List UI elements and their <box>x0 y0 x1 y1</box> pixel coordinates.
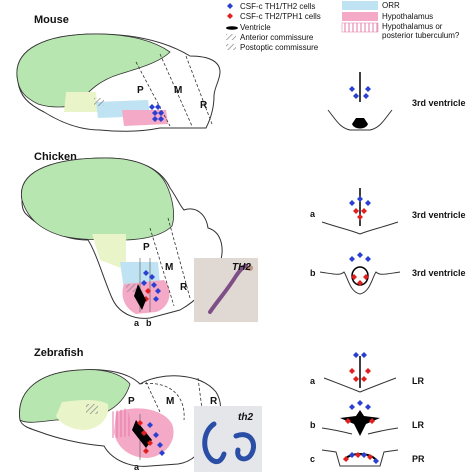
chicken-cell-th1 <box>349 200 355 206</box>
legend-post-commissure-swatch <box>226 44 236 50</box>
legend-hyp-or-pt-swatch <box>342 23 378 32</box>
chicken-cut-b: b <box>146 318 152 328</box>
mouse-light-region <box>64 92 98 112</box>
mouse-region-m: M <box>174 85 182 96</box>
zebrafish-cell-th2 <box>353 376 359 382</box>
chicken-section-a: a 3rd ventricle <box>310 188 466 234</box>
chicken-cell-th2 <box>361 208 367 214</box>
zebrafish-inset-label: th2 <box>238 412 253 423</box>
legend-post-commissure-label: Postoptic commissure <box>240 43 319 52</box>
zebrafish-region-m: M <box>166 396 174 407</box>
legend-ventricle-swatch <box>226 26 238 30</box>
chicken-ant-commissure <box>126 284 136 292</box>
zebrafish-cell-th1 <box>349 452 355 458</box>
zebrafish-cell-th1 <box>349 404 355 410</box>
legend-ventricle-label: Ventricle <box>240 23 271 32</box>
legend-th1-marker <box>227 3 233 9</box>
zebrafish-cell-th1 <box>357 400 363 406</box>
chicken-cell-th2 <box>353 208 359 214</box>
zebrafish-section-a-label: LR <box>412 376 424 386</box>
zebrafish-cell-th1 <box>361 452 367 458</box>
zebrafish-cell-th2 <box>365 368 371 374</box>
zebrafish-section-b-label: LR <box>412 420 424 430</box>
legend-th2-label: CSF-c TH2/TPH1 cells <box>240 12 321 21</box>
zebrafish-section-a-letter: a <box>310 376 316 386</box>
legend: CSF-c TH1/TH2 cells CSF-c TH2/TPH1 cells… <box>226 1 460 52</box>
legend-th1-label: CSF-c TH1/TH2 cells <box>240 2 315 11</box>
chicken-region-m: M <box>165 262 173 273</box>
legend-hyp-or-pt-label-line2: posterior tuberculum? <box>382 31 460 40</box>
zebrafish-cell-th2 <box>361 376 367 382</box>
mouse-cell-th1 <box>353 93 359 99</box>
chicken-cut-a: a <box>134 318 140 328</box>
mouse-cell-th1 <box>349 86 355 92</box>
mouse-ant-commissure <box>94 98 104 106</box>
mouse-section-ventricle-base <box>352 118 368 129</box>
zebrafish-title: Zebrafish <box>34 347 84 359</box>
zebrafish-cell-th2 <box>349 368 355 374</box>
zebrafish-region-r: R <box>210 396 218 407</box>
legend-orr-label: ORR <box>382 1 400 10</box>
chicken-cell-th1 <box>357 252 363 258</box>
chicken-cell-th1 <box>365 256 371 262</box>
zebrafish-section-b: b LR <box>310 400 424 436</box>
zebrafish-cell-th2 <box>355 452 361 458</box>
legend-hyp-or-pt-text-line2: posterior tuberculum? <box>382 31 460 40</box>
chicken-cell-th1 <box>365 200 371 206</box>
zebrafish-section-a: a LR <box>310 352 424 392</box>
legend-hyp-or-pt-label: Hypothalamus or <box>382 22 443 31</box>
chicken-panel: Chicken P M R a b <box>21 151 465 328</box>
mouse-cell-th1 <box>365 86 371 92</box>
chicken-forebrain <box>21 158 173 240</box>
chicken-region-r: R <box>180 282 188 293</box>
zebrafish-section-c-letter: c <box>310 454 315 464</box>
zebrafish-panel: Zebrafish P M R a th2 <box>20 347 425 472</box>
zebrafish-section-c-label: PR <box>412 454 425 464</box>
mouse-cell-th1 <box>363 93 369 99</box>
chicken-section-b-letter: b <box>310 268 316 278</box>
chicken-section-a-label: 3rd ventricle <box>412 210 466 220</box>
chicken-section-b-label: 3rd ventricle <box>412 268 466 278</box>
zebrafish-cell-th1 <box>365 404 371 410</box>
chicken-cell-th2 <box>357 214 363 220</box>
zebrafish-section-c: c PR <box>310 450 425 466</box>
mouse-title: Mouse <box>34 14 69 26</box>
mouse-region-p: P <box>137 85 144 96</box>
chicken-cell-th1 <box>349 256 355 262</box>
mouse-region-r: R <box>200 100 208 111</box>
legend-hypothalamus-label: Hypothalamus <box>382 12 433 21</box>
legend-ant-commissure-swatch <box>226 34 236 40</box>
mouse-section: 3rd ventricle <box>328 72 466 130</box>
chicken-inset-label: TH2 <box>232 262 251 273</box>
zebrafish-section-b-letter: b <box>310 420 316 430</box>
zebrafish-region-p: P <box>128 396 135 407</box>
zebrafish-cell-th1 <box>361 352 367 358</box>
zebrafish-section-c-outline <box>322 450 398 466</box>
chicken-cell-th1 <box>357 196 363 202</box>
legend-ant-commissure-label: Anterior commissure <box>240 33 314 42</box>
chicken-section-b: b 3rd ventricle <box>310 252 466 294</box>
legend-th2-marker <box>227 13 233 19</box>
zebrafish-cell-th1 <box>353 352 359 358</box>
chicken-region-p: P <box>143 242 150 253</box>
legend-orr-swatch <box>342 1 378 10</box>
zebrafish-inset-micrograph: th2 <box>194 406 262 472</box>
legend-hypothalamus-swatch <box>342 12 378 21</box>
chicken-section-a-letter: a <box>310 209 316 219</box>
legend-hyp-or-pt-text: Hypothalamus or <box>382 22 443 31</box>
mouse-section-label: 3rd ventricle <box>412 98 466 108</box>
zebrafish-ant-commissure <box>86 404 98 414</box>
chicken-inset-micrograph: TH2 <box>194 258 258 322</box>
